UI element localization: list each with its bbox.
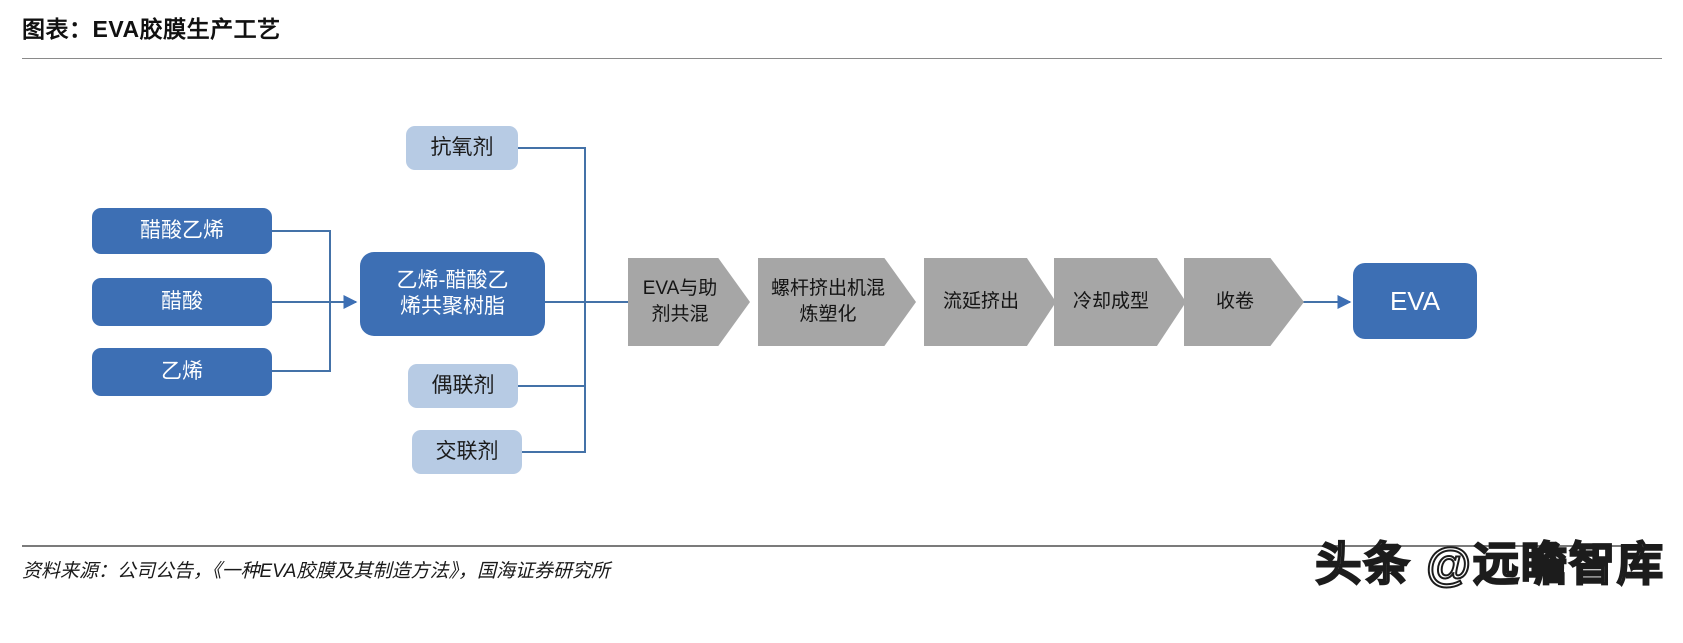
- node-raw-material-1[interactable]: 醋酸乙烯: [92, 208, 272, 254]
- node-label: 偶联剂: [431, 373, 495, 397]
- node-copolymer-resin[interactable]: 乙烯-醋酸乙 烯共聚树脂: [360, 252, 545, 336]
- node-label-line-2: 烯共聚树脂: [400, 295, 505, 318]
- step-label-line-2: 炼塑化: [799, 304, 857, 325]
- node-label: 抗氧剂: [430, 135, 494, 159]
- node-label: 醋酸: [161, 289, 203, 313]
- node-raw-material-2[interactable]: 醋酸: [92, 278, 272, 326]
- step-label-line-1: 收卷: [1215, 291, 1254, 313]
- node-label: 乙烯: [161, 359, 203, 383]
- step-label-line-1: 流延挤出: [942, 291, 1019, 313]
- step-label-line-2: 剂共混: [651, 304, 709, 325]
- process-step-2[interactable]: 螺杆挤出机混 炼塑化: [758, 258, 916, 346]
- node-raw-material-3[interactable]: 乙烯: [92, 348, 272, 396]
- source-note: 资料来源：公司公告，《一种EVA胶膜及其制造方法》，国海证券研究所: [22, 561, 610, 582]
- node-output-eva[interactable]: EVA: [1353, 263, 1477, 339]
- process-step-4[interactable]: 冷却成型: [1054, 258, 1186, 346]
- node-label: EVA: [1389, 285, 1441, 316]
- node-additive-antioxidant[interactable]: 抗氧剂: [406, 126, 518, 170]
- step-label-line-1: EVA与助: [642, 278, 718, 300]
- page-title: 图表：EVA胶膜生产工艺: [22, 16, 281, 42]
- footer-divider: [22, 545, 1662, 547]
- step-label-line-1: 冷却成型: [1072, 291, 1149, 313]
- node-label: 交联剂: [435, 439, 499, 463]
- node-label-line-1: 乙烯-醋酸乙: [396, 268, 509, 292]
- node-additive-coupling-agent[interactable]: 偶联剂: [408, 364, 518, 408]
- title-divider: [22, 58, 1662, 59]
- node-additive-crosslinker[interactable]: 交联剂: [412, 430, 522, 474]
- process-step-3[interactable]: 流延挤出: [924, 258, 1056, 346]
- node-label: 醋酸乙烯: [140, 218, 224, 242]
- step-label-line-1: 螺杆挤出机混: [770, 278, 885, 300]
